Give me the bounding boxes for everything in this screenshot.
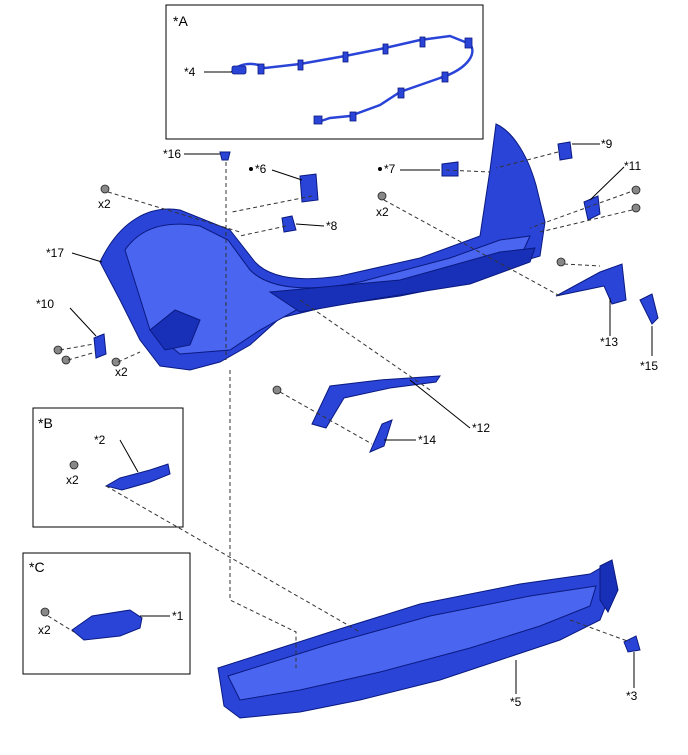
inset-b-frame bbox=[32, 407, 184, 528]
screw-c bbox=[40, 607, 50, 617]
screw-center-top bbox=[377, 191, 387, 201]
qty-left-top: x2 bbox=[98, 197, 111, 211]
label-11: *11 bbox=[624, 159, 641, 173]
part-15-cover bbox=[639, 293, 659, 325]
part-6-bracket bbox=[299, 173, 319, 203]
qty-center-top: x2 bbox=[376, 205, 389, 219]
label-4: *4 bbox=[184, 65, 196, 79]
label-3: *3 bbox=[626, 689, 638, 703]
screw-12 bbox=[272, 385, 282, 395]
part-1-bracket bbox=[71, 609, 143, 641]
mark-dot-6 bbox=[249, 167, 253, 171]
label-9: *9 bbox=[601, 137, 613, 151]
qty-b: x2 bbox=[66, 473, 79, 487]
screw-13 bbox=[556, 257, 566, 267]
part-9-bracket bbox=[557, 141, 573, 161]
label-1: *1 bbox=[172, 609, 184, 623]
label-7: *7 bbox=[384, 162, 396, 176]
label-14: *14 bbox=[418, 433, 436, 447]
wire-harness bbox=[231, 34, 474, 125]
mark-dot-7 bbox=[378, 167, 382, 171]
label-13: *13 bbox=[600, 335, 618, 349]
inset-c-label: *C bbox=[29, 559, 45, 575]
part-14-cover bbox=[369, 419, 393, 453]
inset-c-frame bbox=[22, 552, 191, 675]
part-8-bracket bbox=[281, 215, 297, 233]
screw-left-top bbox=[100, 184, 110, 194]
part-3-cover bbox=[623, 635, 641, 653]
screw-10b bbox=[61, 355, 71, 365]
part-7-bracket bbox=[441, 161, 459, 177]
label-8: *8 bbox=[326, 219, 338, 233]
label-15: *15 bbox=[640, 359, 658, 373]
label-2: *2 bbox=[94, 433, 106, 447]
label-5: *5 bbox=[510, 695, 522, 709]
inset-b-label: *B bbox=[38, 415, 53, 431]
screw-b bbox=[69, 460, 79, 470]
inset-a-label: *A bbox=[173, 13, 188, 29]
label-6: *6 bbox=[255, 162, 267, 176]
screw-11a bbox=[631, 185, 641, 195]
qty-c: x2 bbox=[38, 623, 51, 637]
label-10: *10 bbox=[36, 297, 54, 311]
part-10-bracket bbox=[93, 333, 107, 359]
label-12: *12 bbox=[472, 421, 490, 435]
lower-bumper-cover bbox=[217, 559, 619, 719]
screw-11b bbox=[631, 203, 641, 213]
label-16: *16 bbox=[163, 147, 181, 161]
label-17: *17 bbox=[46, 246, 64, 260]
part-12-bracket bbox=[311, 375, 441, 429]
screw-10c bbox=[111, 357, 121, 367]
qty-10: x2 bbox=[115, 365, 128, 379]
inset-a-frame bbox=[165, 4, 484, 140]
part-11-bracket bbox=[583, 195, 601, 221]
part-2-bracket bbox=[104, 463, 171, 491]
part-13-bracket bbox=[555, 263, 627, 305]
part-16-clip bbox=[219, 151, 231, 161]
